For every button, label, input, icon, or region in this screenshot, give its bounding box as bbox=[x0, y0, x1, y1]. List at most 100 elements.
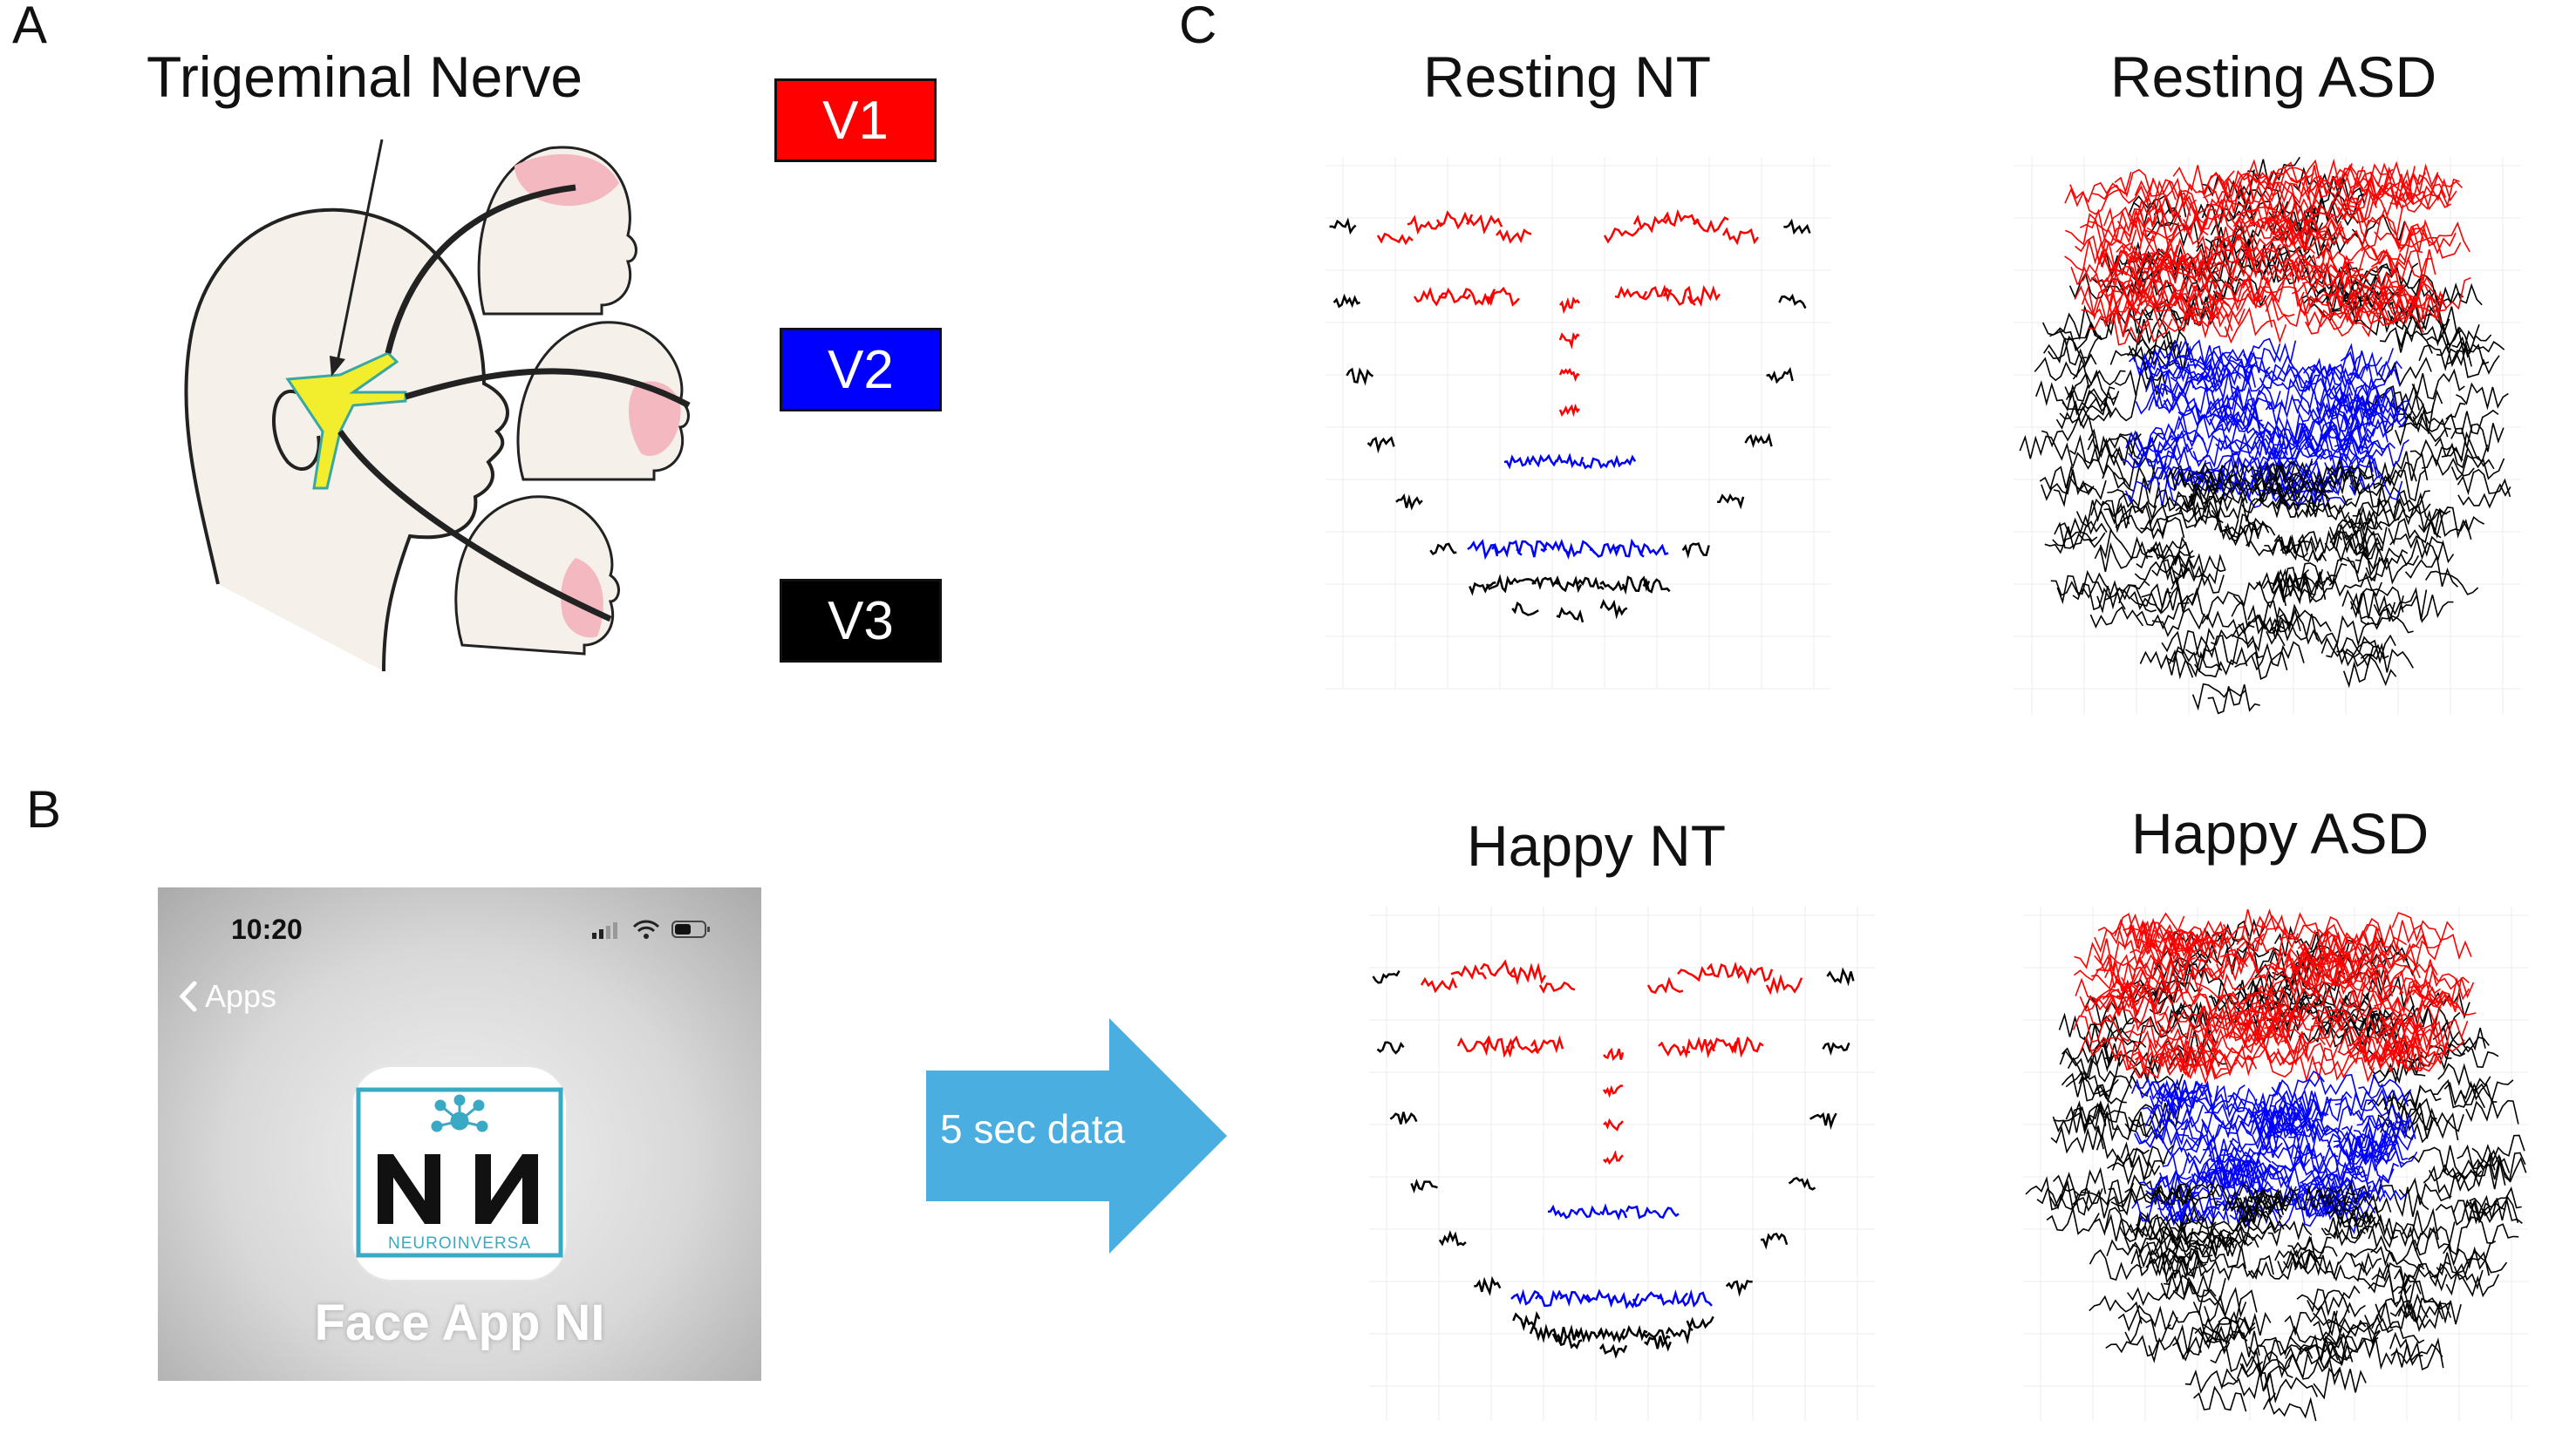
landmark-trace-v1 bbox=[2253, 998, 2316, 1023]
landmark-trace-v1 bbox=[2158, 1005, 2221, 1035]
back-button[interactable]: Apps bbox=[177, 978, 276, 1015]
head-illustration bbox=[184, 139, 691, 671]
landmark-trace-v2 bbox=[2143, 338, 2197, 370]
landmark-trace-v3 bbox=[2135, 343, 2189, 371]
landmark-trace-v2 bbox=[2355, 396, 2410, 427]
landmark-trace-v1 bbox=[1687, 285, 1721, 308]
landmark-trace-v1 bbox=[2300, 204, 2363, 235]
landmark-trace-v3 bbox=[2046, 1206, 2100, 1235]
landmark-trace-v3 bbox=[1575, 1326, 1604, 1343]
landmark-trace-v3 bbox=[2107, 478, 2161, 509]
landmark-trace-v3 bbox=[2052, 1100, 2107, 1133]
landmark-trace-v2 bbox=[2303, 1074, 2358, 1097]
landmark-trace-v2 bbox=[2138, 1171, 2192, 1194]
landmark-trace-v3 bbox=[1766, 367, 1794, 384]
landmark-trace-v1 bbox=[2064, 240, 2127, 274]
landmark-trace-v3 bbox=[2194, 646, 2248, 678]
landmark-trace-v3 bbox=[2320, 636, 2375, 667]
landmark-trace-v3 bbox=[2445, 409, 2499, 435]
landmark-trace-v3 bbox=[2151, 553, 2205, 585]
landmark-trace-v1 bbox=[2323, 948, 2386, 976]
landmark-trace-v1 bbox=[2341, 204, 2404, 238]
landmark-trace-v1 bbox=[2389, 1020, 2452, 1054]
landmark-trace-v3 bbox=[2153, 1236, 2207, 1268]
landmark-trace-v1 bbox=[2226, 985, 2289, 1019]
landmark-trace-v3 bbox=[1665, 1325, 1693, 1345]
landmark-trace-v1 bbox=[2337, 1034, 2400, 1071]
landmark-trace-v3 bbox=[2238, 614, 2292, 639]
landmark-trace-v3 bbox=[2172, 554, 2226, 587]
landmark-trace-v3 bbox=[2130, 1247, 2184, 1277]
landmark-trace-v1 bbox=[1602, 1084, 1624, 1098]
landmark-trace-v1 bbox=[2346, 1036, 2409, 1063]
landmark-trace-v1 bbox=[1735, 964, 1774, 985]
landmark-trace-v2 bbox=[2311, 1105, 2365, 1134]
landmark-trace-v1 bbox=[2098, 247, 2161, 279]
landmark-trace-v3 bbox=[1597, 1327, 1626, 1343]
landmark-trace-v1 bbox=[2201, 920, 2265, 952]
app-icon[interactable]: NEUROINVERSA bbox=[353, 1067, 566, 1280]
landmark-trace-v3 bbox=[2284, 1304, 2338, 1337]
landmark-trace-v3 bbox=[2048, 335, 2102, 369]
landmark-trace-v3 bbox=[2353, 1212, 2399, 1240]
landmark-trace-v1 bbox=[2303, 953, 2366, 989]
landmark-trace-v3 bbox=[2342, 1007, 2396, 1035]
landmark-trace-v3 bbox=[2469, 1197, 2523, 1225]
landmark-trace-v2 bbox=[2354, 1183, 2407, 1203]
landmark-trace-v2 bbox=[2315, 391, 2369, 424]
landmark-trace-v2 bbox=[2185, 1133, 2239, 1163]
landmark-trace-v3 bbox=[2247, 1261, 2293, 1281]
landmark-trace-v3 bbox=[2423, 1165, 2477, 1200]
landmark-trace-v1 bbox=[2125, 280, 2189, 313]
landmark-trace-v3 bbox=[2065, 1071, 2119, 1104]
landmark-trace-v2 bbox=[2354, 407, 2408, 432]
landmark-trace-v3 bbox=[2430, 506, 2485, 540]
chevron-left-icon bbox=[179, 981, 197, 1012]
landmark-trace-v3 bbox=[1717, 493, 1745, 510]
right-arrow bbox=[926, 1018, 1227, 1254]
landmark-trace-v2 bbox=[2269, 1159, 2322, 1186]
landmark-trace-v3 bbox=[2396, 302, 2450, 336]
landmark-trace-v3 bbox=[2050, 1125, 2104, 1154]
landmark-trace-v3 bbox=[1372, 969, 1400, 984]
landmark-trace-v3 bbox=[1642, 578, 1671, 594]
landmark-trace-v1 bbox=[2395, 173, 2457, 209]
landmark-trace-v3 bbox=[2394, 492, 2448, 524]
landmark-trace-v1 bbox=[2121, 962, 2184, 996]
landmark-trace-v2 bbox=[2137, 1077, 2191, 1104]
landmark-trace-v3 bbox=[2193, 1385, 2247, 1412]
small-head-v1 bbox=[477, 146, 637, 316]
landmark-trace-v3 bbox=[2436, 342, 2490, 368]
landmark-trace-v3 bbox=[2460, 1079, 2514, 1106]
landmark-trace-v3 bbox=[2151, 1184, 2197, 1207]
landmark-trace-v3 bbox=[2206, 1330, 2260, 1357]
landmark-trace-v2 bbox=[2128, 438, 2182, 469]
landmark-trace-v3 bbox=[2418, 343, 2472, 371]
landmark-trace-v3 bbox=[2163, 1269, 2217, 1301]
landmark-trace-v3 bbox=[2273, 1186, 2319, 1213]
landmark-trace-v3 bbox=[2043, 337, 2097, 367]
landmark-trace-v1 bbox=[2389, 185, 2451, 214]
landmark-trace-v3 bbox=[2136, 547, 2190, 581]
landmark-trace-v1 bbox=[2292, 275, 2354, 309]
landmark-trace-v1 bbox=[2289, 257, 2352, 294]
landmark-trace-v2 bbox=[2288, 1123, 2341, 1143]
landmark-trace-v3 bbox=[2172, 1276, 2226, 1306]
landmark-trace-v1 bbox=[1681, 1036, 1715, 1059]
landmark-trace-v3 bbox=[2457, 1144, 2511, 1173]
landmark-trace-v3 bbox=[2203, 485, 2248, 505]
landmark-trace-v3 bbox=[2388, 518, 2442, 546]
landmark-trace-v3 bbox=[1809, 1111, 1837, 1131]
landmark-trace-v3 bbox=[2222, 1372, 2276, 1403]
landmark-trace-v2 bbox=[2162, 1152, 2215, 1181]
landmark-trace-v1 bbox=[2124, 1016, 2187, 1049]
landmark-trace-v3 bbox=[1410, 1179, 1438, 1193]
landmark-trace-v1 bbox=[2134, 177, 2198, 207]
landmark-trace-v2 bbox=[2229, 360, 2283, 392]
landmark-trace-v3 bbox=[2404, 554, 2459, 588]
landmark-trace-v3 bbox=[2234, 1220, 2280, 1242]
landmark-trace-v1 bbox=[2198, 171, 2260, 203]
landmark-trace-v3 bbox=[2102, 464, 2156, 495]
landmark-trace-v3 bbox=[2049, 1187, 2103, 1210]
landmark-trace-v3 bbox=[1429, 542, 1457, 556]
